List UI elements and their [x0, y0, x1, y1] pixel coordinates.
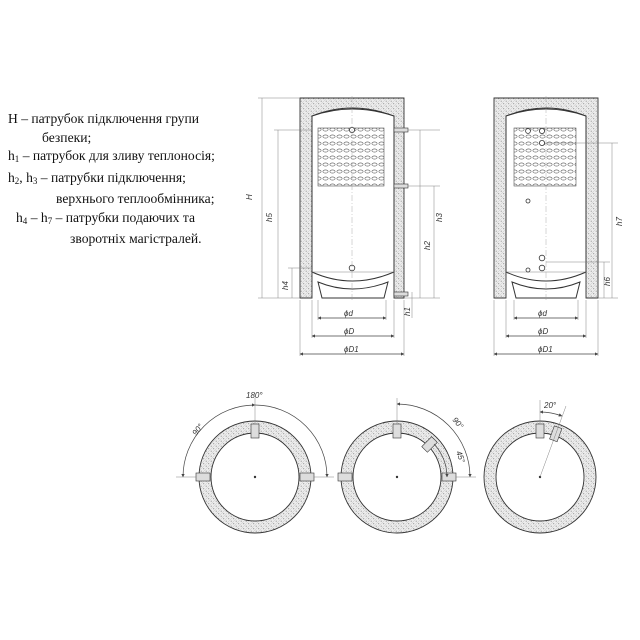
tank-left	[258, 96, 440, 356]
dim-D1-left: ϕD1	[344, 345, 359, 354]
dim-d-right: ϕd	[538, 309, 547, 318]
plan-1-nozzle-right	[299, 472, 315, 482]
tank-right-coil	[513, 127, 577, 187]
legend-line-h2-h3-cont: верхнього теплообмінника;	[56, 191, 215, 206]
dim-h7: h7	[615, 217, 624, 226]
plan-1-nozzle-left	[195, 472, 211, 482]
dim-D-right: ϕD	[538, 327, 548, 336]
dim-h6: h6	[603, 277, 612, 286]
plan-2-nozzle-right	[441, 472, 457, 482]
tank-right-base	[511, 281, 581, 299]
legend-line-h2-h3: h2, h3 – патрубки підключення;	[8, 169, 186, 186]
plan-view-3	[483, 400, 597, 534]
plan-view-2	[337, 398, 476, 534]
dim-h2: h2	[423, 241, 432, 250]
angle-90-left: 90°	[190, 422, 205, 438]
plan-1-nozzle-top	[250, 423, 260, 439]
legend-line-H-cont: безпеки;	[42, 129, 92, 145]
tank-left-coil	[317, 127, 385, 187]
angle-20: 20°	[543, 401, 557, 410]
nozzle-h2-left	[393, 183, 409, 189]
nozzle-right-top1	[525, 128, 531, 134]
nozzle-h3-left	[393, 127, 409, 133]
angle-90-right: 90°	[450, 416, 465, 432]
dim-h4: h4	[281, 281, 290, 290]
nozzle-right-h7	[539, 139, 546, 146]
nozzle-h1-left	[393, 291, 409, 297]
dim-h3: h3	[435, 213, 444, 222]
legend: H – патрубок підключення групи безпеки; …	[8, 110, 258, 249]
dim-h5: h5	[265, 213, 274, 222]
nozzle-right-low	[525, 267, 531, 273]
legend-line-h4-h7-cont: зворотніх магістралей.	[70, 231, 202, 246]
legend-line-h1: h1 – патрубок для зливу теплоносія;	[8, 148, 215, 164]
dim-H: H	[245, 194, 254, 200]
plan-3-nozzle-top	[535, 423, 545, 439]
dim-d-left: ϕd	[344, 309, 353, 318]
angle-180: 180°	[246, 391, 263, 400]
angle-45: 45°	[454, 450, 467, 465]
nozzle-right-mid	[525, 198, 531, 204]
nozzle-right-h6b	[538, 264, 546, 272]
tank-left-base	[317, 281, 389, 299]
nozzle-right-top2	[539, 127, 546, 134]
dim-D1-right: ϕD1	[538, 345, 553, 354]
tank-right	[493, 96, 618, 356]
dim-h1: h1	[403, 307, 412, 316]
plan-2-nozzle-top	[392, 423, 402, 439]
nozzle-right-h6a	[538, 254, 546, 262]
legend-line-H: H – патрубок підключення групи	[8, 111, 200, 126]
plan-view-1	[176, 398, 334, 534]
plan-2-nozzle-left	[337, 472, 353, 482]
legend-line-h4-h7: h4 – h7 – патрубки подаючих та	[16, 209, 195, 226]
dim-D-left: ϕD	[344, 327, 354, 336]
